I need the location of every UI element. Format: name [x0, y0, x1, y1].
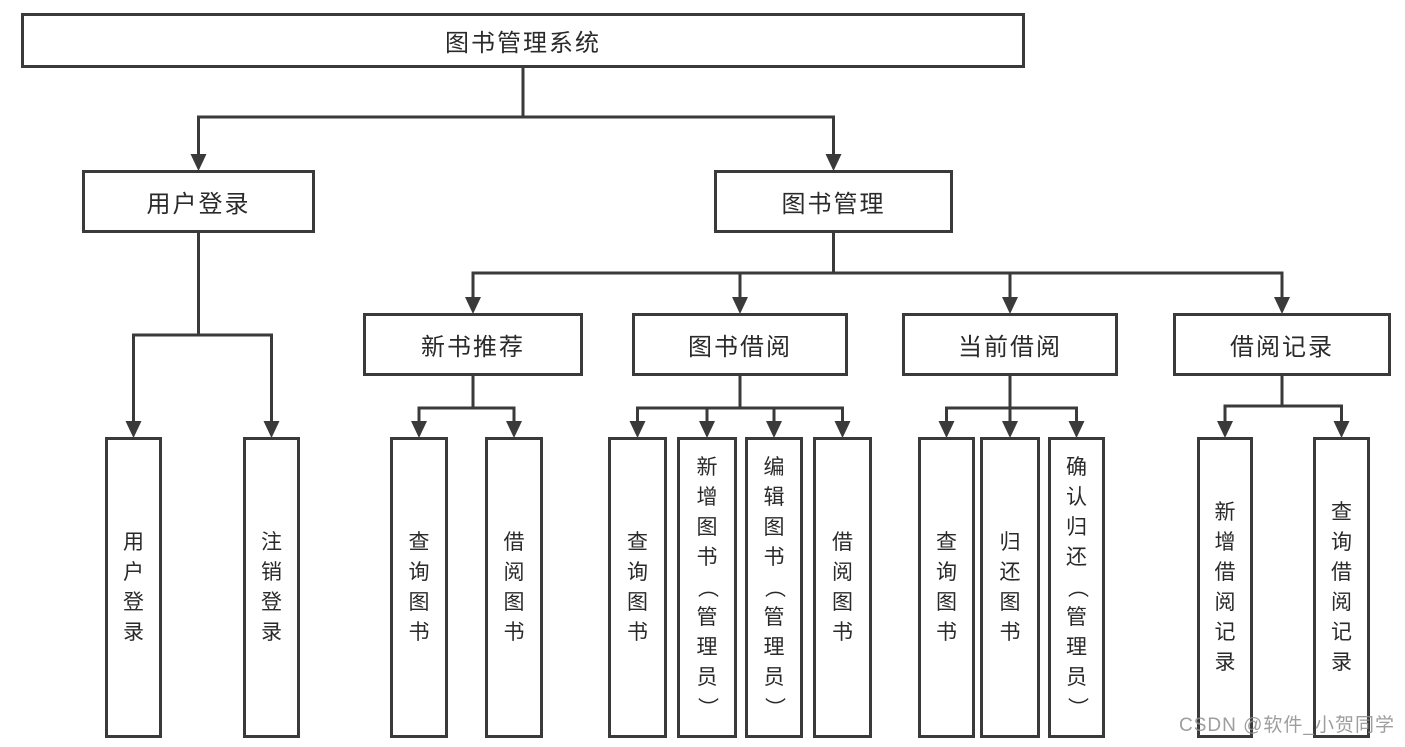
arrowhead — [1002, 421, 1018, 438]
node-label: 借阅记录 — [1230, 334, 1334, 361]
arrowhead — [1217, 421, 1233, 438]
node-label: 查询图书 — [408, 531, 430, 644]
arrowhead — [1068, 421, 1085, 438]
node-new-book-rec: 新书推荐 — [363, 313, 583, 376]
node-label: 图书管理系统 — [445, 30, 601, 57]
arrowhead — [465, 297, 481, 314]
node-label: 查询借阅记录 — [1331, 501, 1352, 674]
node-label: 当前借阅 — [958, 334, 1062, 361]
node-cb-confirm-return: 确认归还（管理员） — [1048, 437, 1105, 738]
node-label: 新增借阅记录 — [1214, 501, 1236, 674]
node-book-mgmt: 图书管理 — [714, 170, 953, 233]
node-label: 确认归还（管理员） — [1065, 456, 1088, 718]
node-nbr-query-books: 查询图书 — [390, 437, 448, 738]
arrowhead — [1002, 297, 1018, 314]
arrowhead — [699, 421, 715, 438]
node-label: 用户登录 — [146, 191, 251, 218]
node-user-login: 用户登录 — [82, 170, 315, 233]
node-nbr-borrow-books: 借阅图书 — [485, 437, 543, 738]
watermark-text: CSDN @软件_小贺同学 — [1179, 715, 1395, 736]
node-logout-op: 注销登录 — [243, 437, 300, 738]
node-label: 新增图书（管理员） — [695, 456, 719, 718]
node-label: 注销登录 — [261, 531, 282, 644]
arrowhead — [125, 421, 142, 438]
arrowhead — [834, 421, 851, 438]
node-bb-add-books: 新增图书（管理员） — [677, 437, 737, 738]
node-book-borrow: 图书借阅 — [632, 313, 848, 376]
node-cb-return-books: 归还图书 — [980, 437, 1040, 738]
arrowhead — [825, 154, 842, 171]
node-bb-query-books: 查询图书 — [608, 437, 667, 738]
node-label: 借阅图书 — [503, 531, 525, 644]
node-label: 编辑图书（管理员） — [762, 456, 786, 718]
node-label: 图书管理 — [781, 191, 886, 218]
arrowhead — [629, 421, 646, 438]
arrowhead — [190, 154, 207, 171]
arrowhead — [506, 421, 522, 438]
node-label: 新书推荐 — [421, 334, 525, 361]
node-label: 借阅图书 — [832, 531, 853, 644]
node-label: 归还图书 — [999, 531, 1021, 644]
arrowhead — [411, 421, 427, 438]
node-borrow-records: 借阅记录 — [1173, 313, 1391, 376]
node-br-query-record: 查询借阅记录 — [1313, 437, 1370, 738]
arrowhead — [1274, 297, 1290, 314]
arrowhead — [263, 421, 280, 438]
node-root: 图书管理系统 — [21, 13, 1025, 68]
node-current-borrow: 当前借阅 — [902, 313, 1118, 376]
arrowhead — [732, 297, 748, 314]
node-cb-query-books: 查询图书 — [918, 437, 975, 738]
arrowhead — [1333, 421, 1350, 438]
node-br-add-record: 新增借阅记录 — [1197, 437, 1253, 738]
node-label: 查询图书 — [936, 531, 957, 644]
node-bb-borrow-books: 借阅图书 — [813, 437, 872, 738]
node-label: 图书借阅 — [688, 334, 792, 361]
node-bb-edit-books: 编辑图书（管理员） — [745, 437, 803, 738]
arrowhead — [938, 421, 955, 438]
node-login-op: 用户登录 — [105, 437, 162, 738]
node-label: 用户登录 — [123, 531, 144, 644]
arrowhead — [766, 421, 782, 438]
node-label: 查询图书 — [627, 531, 648, 644]
